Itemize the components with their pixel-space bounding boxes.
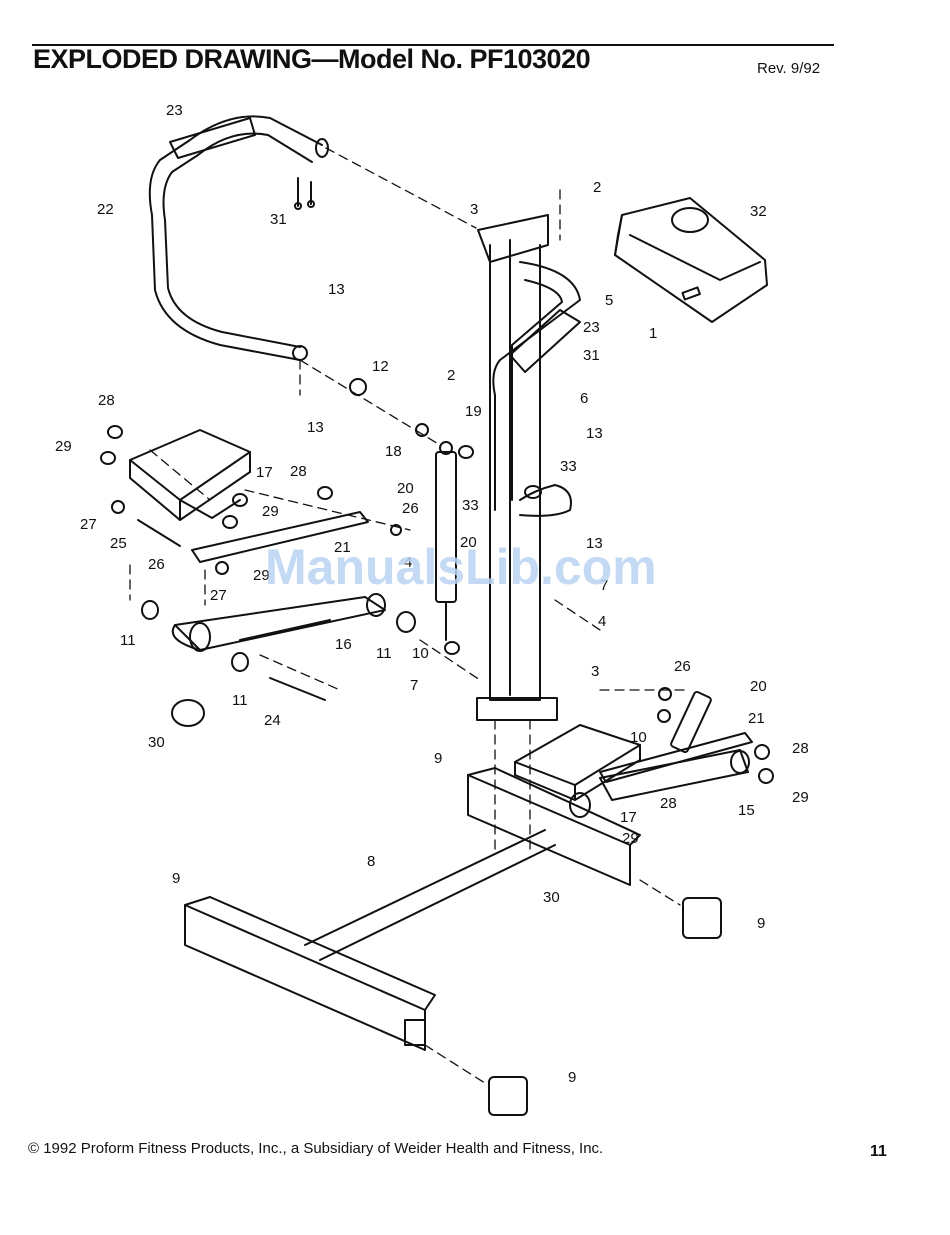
copyright-footer: © 1992 Proform Fitness Products, Inc., a… [28, 1140, 604, 1157]
callout-label: 30 [148, 734, 165, 751]
callout-label: 28 [290, 463, 307, 480]
header-rule [32, 44, 834, 46]
callout-label: 8 [367, 853, 375, 870]
left-pedal [129, 429, 251, 521]
callout-label: 28 [660, 795, 677, 812]
callout-label: 3 [591, 663, 599, 680]
callout-label: 15 [738, 802, 755, 819]
callout-label: 33 [462, 497, 479, 514]
watermark: ManualsLib.com [265, 539, 657, 595]
callout-label: 23 [166, 102, 183, 119]
callout-label: 27 [210, 587, 227, 604]
cylinders [435, 441, 712, 754]
callout-label: 16 [335, 636, 352, 653]
callout-label: 10 [412, 645, 429, 662]
handlebar [148, 115, 329, 361]
callout-label: 18 [385, 443, 402, 460]
callout-label: 22 [97, 201, 114, 218]
callout-label: 21 [334, 539, 351, 556]
callout-label: 28 [98, 392, 115, 409]
callout-label: 2 [593, 179, 601, 196]
callout-label: 17 [256, 464, 273, 481]
callout-label: 29 [253, 567, 270, 584]
callout-label: 13 [586, 425, 603, 442]
callout-label: 33 [560, 458, 577, 475]
callout-label: 7 [600, 577, 608, 594]
callout-label: 9 [568, 1069, 576, 1086]
callout-label: 3 [470, 201, 478, 218]
callout-label: 11 [232, 692, 248, 709]
callout-label: 26 [148, 556, 165, 573]
callout-label: 25 [110, 535, 127, 552]
end-caps [488, 897, 722, 1116]
callout-label: 24 [264, 712, 281, 729]
base-frame [184, 767, 641, 1051]
callout-label: 2 [447, 367, 455, 384]
callout-label: 26 [402, 500, 419, 517]
callout-label: 31 [583, 347, 600, 364]
callout-label: 30 [543, 889, 560, 906]
bolts-31 [294, 177, 315, 210]
revision-date: Rev. 9/92 [757, 60, 821, 77]
assembly-lines [129, 147, 691, 1086]
callout-label: 9 [172, 870, 180, 887]
callout-label: 17 [620, 809, 637, 826]
callout-label: 4 [598, 613, 606, 630]
callout-label: 13 [307, 419, 324, 436]
callout-label: 20 [750, 678, 767, 695]
side-handle [492, 261, 581, 517]
callout-label: 32 [750, 203, 767, 220]
callout-label: 6 [580, 390, 588, 407]
callout-label: 11 [120, 632, 136, 649]
callout-label: 29 [792, 789, 809, 806]
callout-label: 29 [262, 503, 279, 520]
callout-label: 27 [80, 516, 97, 533]
upright-post [476, 214, 558, 721]
page-title: EXPLODED DRAWING—Model No. PF103020 [33, 44, 591, 74]
callout-label: 11 [376, 645, 392, 662]
callout-label: 9 [757, 915, 765, 932]
callout-label: 29 [622, 830, 639, 847]
callout-label: 1 [649, 325, 657, 342]
callout-label: 12 [372, 358, 389, 375]
callout-label: 5 [605, 292, 613, 309]
callout-label: 7 [410, 677, 418, 694]
callout-label: 9 [434, 750, 442, 767]
callout-label: 13 [328, 281, 345, 298]
callout-label: 10 [630, 729, 647, 746]
exploded-drawing: 23 22 31 13 12 13 3 2 32 5 23 1 2 31 6 1… [55, 102, 809, 1116]
callout-label: 20 [397, 480, 414, 497]
right-pedal [514, 724, 753, 818]
callout-label: 20 [460, 534, 477, 551]
callout-label: 19 [465, 403, 482, 420]
callout-label: 31 [270, 211, 287, 228]
page-number: 11 [870, 1143, 887, 1160]
callout-label: 21 [748, 710, 765, 727]
callout-label: 23 [583, 319, 600, 336]
callout-label: 29 [55, 438, 72, 455]
monitor [614, 197, 768, 323]
callout-label: 26 [674, 658, 691, 675]
left-arms [171, 511, 386, 652]
callout-label: 28 [792, 740, 809, 757]
callout-label: 13 [586, 535, 603, 552]
callout-label: 4 [404, 554, 412, 571]
